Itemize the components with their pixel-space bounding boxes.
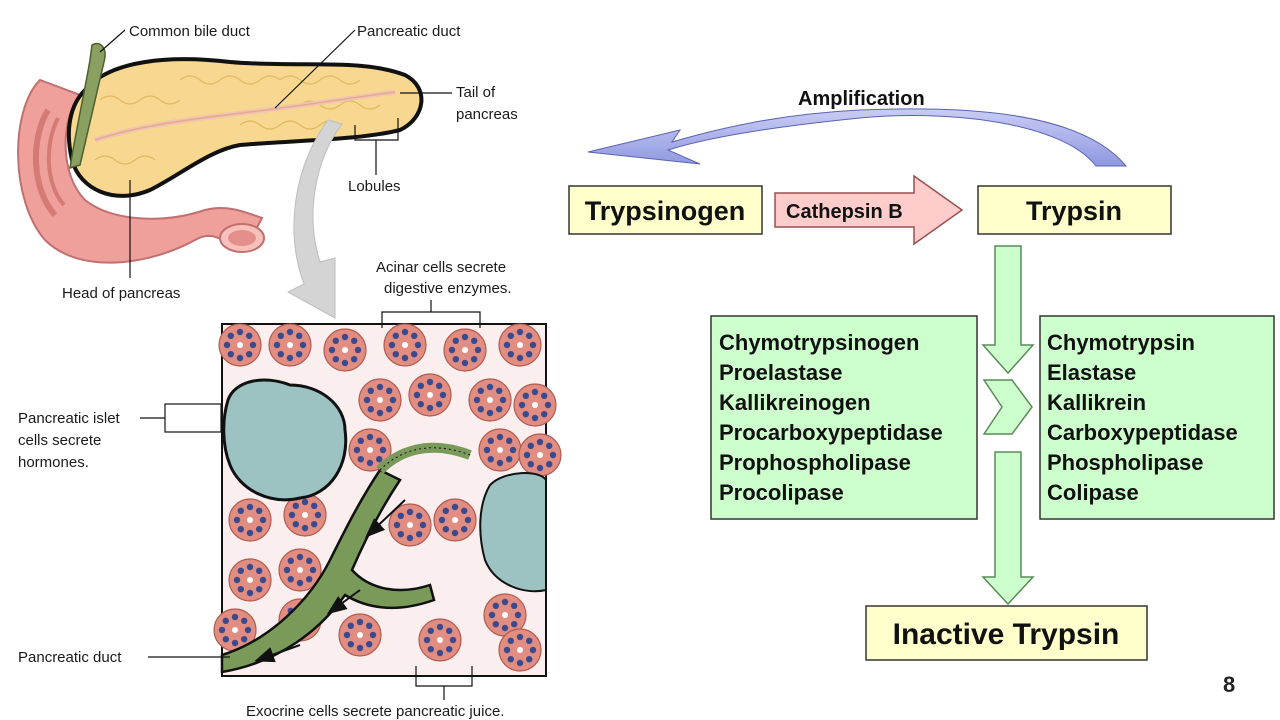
acinar-cell — [348, 428, 392, 472]
label-tail-line2: pancreas — [456, 106, 518, 123]
acinar-cell — [338, 613, 382, 657]
amplification-label: Amplification — [798, 88, 925, 110]
label-exocrine: Exocrine cells secrete pancreatic juice. — [246, 703, 504, 720]
trypsinogen-box — [568, 185, 763, 235]
chevron-right-icon — [982, 379, 1033, 435]
acinar-cell — [213, 608, 257, 652]
enzyme-3: Kallikrein — [1047, 390, 1146, 415]
label-pancreatic-duct-bottom: Pancreatic duct — [18, 649, 122, 666]
acinar-cell — [218, 323, 262, 367]
acinar-cell — [358, 378, 402, 422]
label-tail-line1: Tail of — [456, 84, 496, 101]
enzyme-6: Colipase — [1047, 480, 1139, 505]
acinar-cell — [418, 618, 462, 662]
acinar-panel — [213, 323, 562, 677]
trypsin-box — [977, 185, 1172, 235]
acinar-cell — [388, 503, 432, 547]
enzyme-box — [1039, 315, 1275, 520]
pancreas-body — [66, 57, 424, 198]
acinar-cell — [408, 373, 452, 417]
down-arrow-lower — [981, 451, 1035, 606]
cathepsin-arrow — [774, 174, 964, 246]
acinar-cell — [478, 428, 522, 472]
zymogen-2: Proelastase — [719, 360, 843, 385]
acinar-cell — [468, 378, 512, 422]
zymogen-4: Procarboxypeptidase — [719, 420, 943, 445]
acinar-cell — [278, 548, 322, 592]
label-common-bile-duct: Common bile duct — [129, 23, 251, 40]
slide-number: 8 — [1223, 672, 1235, 697]
pancreas-anatomy: Common bile duct Pancreatic duct Tail of… — [17, 23, 562, 720]
cathepsin-label: Cathepsin B — [786, 201, 903, 223]
amplification-arrow — [587, 108, 1128, 167]
acinar-cell — [513, 383, 557, 427]
label-acinar-line2: digestive enzymes. — [384, 280, 512, 297]
common-bile-duct — [69, 42, 106, 170]
duodenum — [17, 78, 265, 264]
islet-cluster-left — [222, 378, 348, 502]
zymogen-3: Kallikreinogen — [719, 390, 871, 415]
label-islet-line3: hormones. — [18, 454, 89, 471]
trypsinogen-label: Trypsinogen — [585, 196, 746, 226]
acinar-cell — [383, 323, 427, 367]
enzyme-4: Carboxypeptidase — [1047, 420, 1238, 445]
anatomy-leader-lines — [99, 29, 452, 278]
trypsin-label: Trypsin — [1026, 196, 1122, 226]
label-islet-line2: cells secrete — [18, 432, 101, 449]
zoom-arrow — [286, 119, 343, 319]
acinar-cell — [228, 498, 272, 542]
inactive-trypsin-box — [865, 605, 1148, 661]
enzyme-5: Phospholipase — [1047, 450, 1203, 475]
label-islet-line1: Pancreatic islet — [18, 410, 121, 427]
down-arrow-upper — [981, 245, 1035, 375]
enzyme-1: Chymotrypsin — [1047, 330, 1195, 355]
acinar-cell — [283, 493, 327, 537]
acinar-cell — [433, 498, 477, 542]
acinar-cell — [498, 323, 542, 367]
zymogen-1: Chymotrypsinogen — [719, 330, 919, 355]
acinar-cell — [443, 328, 487, 372]
label-head: Head of pancreas — [62, 285, 180, 302]
islet-cluster-right — [479, 472, 547, 593]
enzyme-2: Elastase — [1047, 360, 1136, 385]
panel-leader-lines — [140, 300, 481, 700]
label-lobules: Lobules — [348, 178, 401, 195]
acinar-cell — [518, 433, 562, 477]
trypsin-activation-flow: Amplification Trypsinogen Cathepsin B Tr… — [568, 88, 1275, 661]
acinar-cell-field — [213, 323, 562, 672]
zymogen-6: Procolipase — [719, 480, 844, 505]
label-pancreatic-duct-top: Pancreatic duct — [357, 23, 461, 40]
zymogen-box — [710, 315, 978, 520]
acinar-cell — [268, 323, 312, 367]
acinar-cell — [498, 628, 542, 672]
label-acinar-line1: Acinar cells secrete — [376, 259, 506, 276]
acinar-cell — [228, 558, 272, 602]
zymogen-5: Prophospholipase — [719, 450, 911, 475]
inactive-trypsin-label: Inactive Trypsin — [893, 618, 1120, 651]
acinar-cell — [323, 328, 367, 372]
